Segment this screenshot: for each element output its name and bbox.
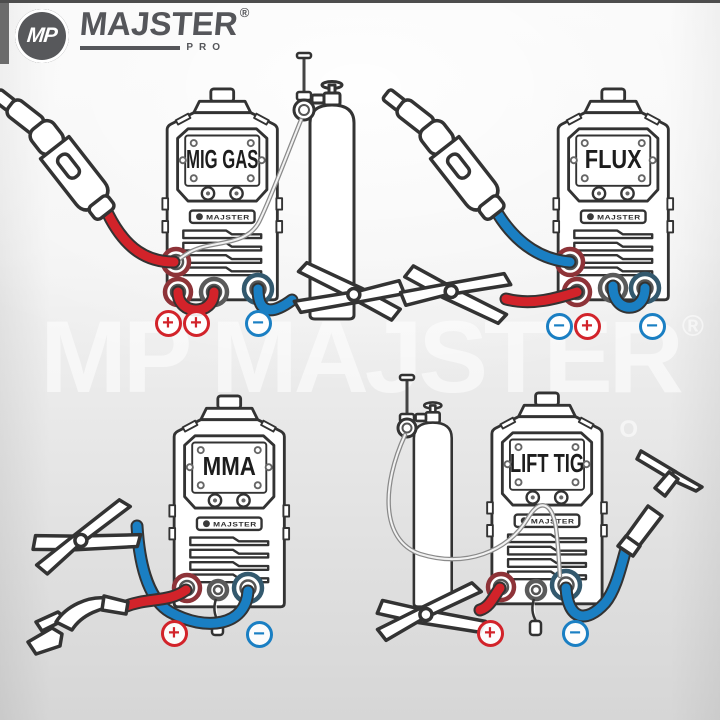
left-edge-band <box>0 3 9 64</box>
mig-gas-diagram: MIG GAS MAJSTER <box>0 0 409 360</box>
clamp-cable-blue <box>130 519 255 630</box>
clamp-cable-red <box>499 285 584 309</box>
negative-terminal-badge: − <box>245 620 273 648</box>
logo-underline <box>80 45 181 50</box>
svg-text:LIFT TIG: LIFT TIG <box>510 450 584 478</box>
torch-cable-blue <box>559 542 633 623</box>
gas-cylinder <box>412 401 454 608</box>
pressure-regulator <box>396 373 418 439</box>
svg-text:MAJSTER: MAJSTER <box>531 519 575 526</box>
negative-terminal-badge: − <box>244 309 272 337</box>
torch-cable-red <box>101 207 181 269</box>
positive-terminal-badge: + <box>573 312 601 340</box>
negative-terminal-badge: − <box>545 312 573 340</box>
svg-text:MAJSTER: MAJSTER <box>597 215 641 222</box>
lift-tig-diagram: LIFT TIG MAJSTER <box>360 360 720 720</box>
flux-diagram: FLUX MAJSTER − <box>360 0 720 360</box>
welding-machine: FLUX MAJSTER <box>551 87 675 302</box>
mma-diagram: MMA MAJSTER <box>0 360 360 720</box>
positive-terminal-badge: + <box>182 309 210 337</box>
mig-torch <box>0 71 123 230</box>
negative-terminal-badge: − <box>638 312 666 340</box>
flux-torch <box>375 71 513 230</box>
svg-text:MIG GAS: MIG GAS <box>186 146 258 174</box>
svg-text:MAJSTER: MAJSTER <box>206 215 250 222</box>
positive-terminal-badge: + <box>154 309 182 337</box>
ground-clamp <box>23 495 146 583</box>
electrode-holder <box>26 594 130 656</box>
ground-clamp <box>396 257 514 327</box>
positive-terminal-badge: + <box>160 619 188 647</box>
polarity-jumper-cable <box>606 279 652 314</box>
svg-text:MAJSTER: MAJSTER <box>213 522 257 529</box>
gas-hose <box>174 117 304 264</box>
pressure-regulator <box>292 51 316 122</box>
positive-terminal-badge: + <box>476 619 504 647</box>
torch-cable-blue <box>491 207 577 269</box>
holder-cable-red <box>117 583 193 614</box>
welding-machine: MMA MAJSTER <box>167 394 291 609</box>
clamp-cable-blue <box>251 282 299 317</box>
welding-machine: MIG GAS MAJSTER <box>160 87 284 302</box>
logo-name: MAJSTER <box>78 5 240 42</box>
gas-hose <box>386 432 563 579</box>
mp-monogram-icon: MP <box>15 9 69 63</box>
svg-text:FLUX: FLUX <box>585 146 642 174</box>
logo-subtitle: PRO <box>186 42 226 53</box>
top-edge-band <box>0 0 720 3</box>
tig-torch <box>616 449 704 558</box>
svg-text:MMA: MMA <box>203 453 256 481</box>
welding-machine: LIFT TIG MAJSTER <box>485 391 609 606</box>
majster-pro-logo: MP MAJSTER ® PRO <box>15 5 249 63</box>
clamp-cable-red <box>473 581 507 617</box>
registered-mark: ® <box>239 5 250 20</box>
negative-terminal-badge: − <box>561 619 589 647</box>
